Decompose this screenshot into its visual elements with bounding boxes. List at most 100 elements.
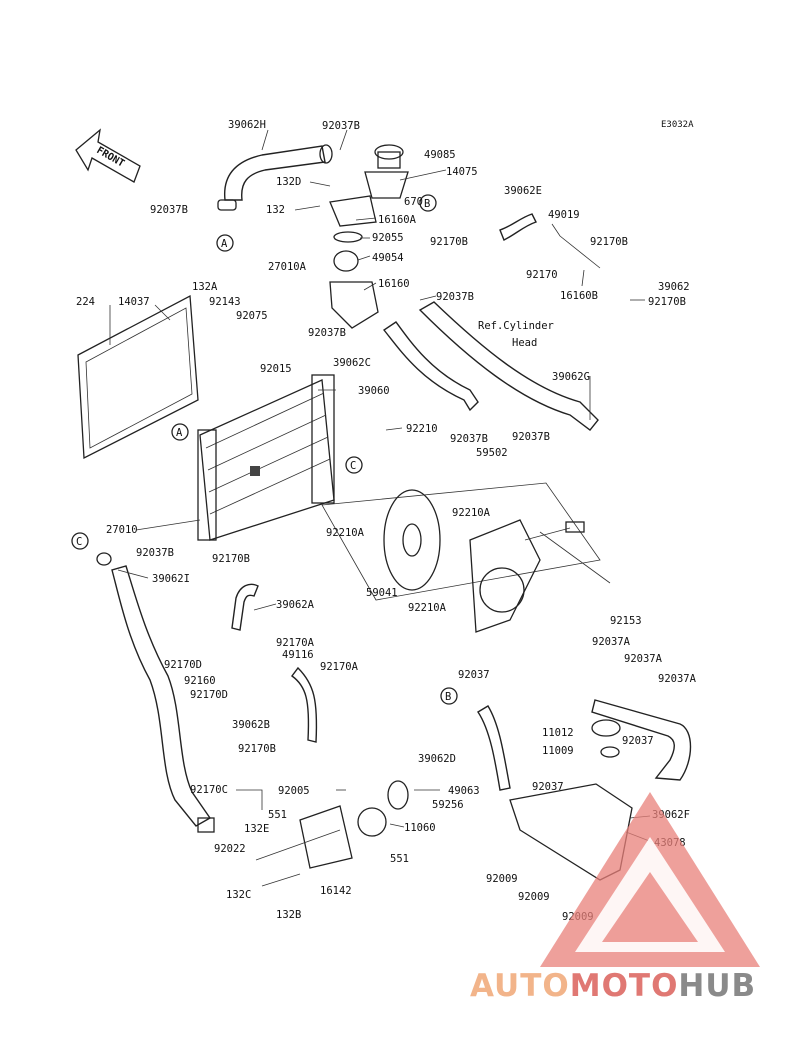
part-label: 49063 (448, 785, 480, 797)
part-label: 92170A (320, 661, 359, 673)
part-label: 92170D (190, 689, 228, 701)
watermark-part-moto: MOTO (569, 968, 679, 1004)
part-label: 92170B (590, 236, 628, 248)
part-label: 92022 (214, 843, 246, 855)
part-label: 92210 (406, 423, 438, 435)
part-label: 92037B (512, 431, 550, 443)
part-label: 14037 (118, 296, 150, 308)
part-label: 49019 (548, 209, 580, 221)
callout-label: C (350, 460, 356, 472)
part-label: 27010 (106, 524, 138, 536)
callout-label: A (176, 427, 183, 439)
part-label: 92009 (486, 873, 518, 885)
part-label: 92037B (136, 547, 174, 559)
part-label: 92037 (458, 669, 490, 681)
part-label: 59502 (476, 447, 508, 459)
part-label: 670 (404, 196, 423, 208)
front-arrow-icon: FRONT (75, 128, 141, 183)
part-label: 39062D (418, 753, 456, 765)
part-label: 39062I (152, 573, 190, 585)
part-label: 132 (266, 204, 285, 216)
part-label: 92037B (450, 433, 488, 445)
part-label: 92170D (164, 659, 202, 671)
part-label: 92170B (430, 236, 468, 248)
part-label: 92170B (238, 743, 276, 755)
part-label: 224 (76, 296, 95, 308)
callout-label: C (76, 536, 82, 548)
part-label: 11060 (404, 822, 436, 834)
watermark-part-auto: AUTO (470, 968, 570, 1004)
part-label: 92170A (276, 637, 315, 649)
upper-hose (217, 144, 333, 211)
part-label: 132B (276, 909, 301, 921)
part-label: 92037B (308, 327, 346, 339)
part-label: 92210A (452, 507, 491, 519)
part-label: 132A (192, 281, 218, 293)
part-label: 49085 (424, 149, 456, 161)
part-label: 92055 (372, 232, 404, 244)
part-label: 16160 (378, 278, 410, 290)
part-label: 11012 (542, 727, 574, 739)
part-label: 92009 (518, 891, 550, 903)
part-label: 16142 (320, 885, 352, 897)
lower-hose (96, 552, 215, 833)
part-label: 132C (226, 889, 251, 901)
part-label: 551 (390, 853, 409, 865)
part-label: 92037 (622, 735, 654, 747)
part-label: 16160B (560, 290, 598, 302)
part-label: 39062A (276, 599, 315, 611)
ref-note-line1: Ref.Cylinder (478, 320, 554, 332)
radiator (197, 374, 335, 541)
part-label: 49116 (282, 649, 314, 661)
part-label: 92160 (184, 675, 216, 687)
part-label: 132E (244, 823, 269, 835)
part-label: 92143 (209, 296, 241, 308)
thermostat-housing (329, 144, 409, 329)
part-label: 39060 (358, 385, 390, 397)
part-label: 59256 (432, 799, 464, 811)
callout-label: B (445, 691, 451, 703)
part-label: 132D (276, 176, 301, 188)
part-label: 27010A (268, 261, 307, 273)
leader-lines (109, 129, 653, 843)
part-label: 39062C (333, 357, 371, 369)
part-label: 92015 (260, 363, 292, 375)
diagram-code: E3032A (661, 120, 694, 130)
part-label: 49054 (372, 252, 404, 264)
bypass-hose (382, 301, 599, 431)
part-label: 92037 (532, 781, 564, 793)
part-label: 39062E (504, 185, 542, 197)
part-label: 92170C (190, 784, 228, 796)
part-label: 92170 (526, 269, 558, 281)
callout-label: B (424, 198, 430, 210)
watermark-text: AUTOMOTOHUB (470, 968, 756, 1004)
watermark-logo-icon (540, 792, 760, 967)
callout-label: A (221, 238, 228, 250)
watermark-part-hub: HUB (678, 968, 757, 1004)
part-label: 92075 (236, 310, 268, 322)
radiator-screen (77, 294, 199, 460)
part-label: 92153 (610, 615, 642, 627)
part-label: 59041 (366, 587, 398, 599)
ref-note-line2: Head (512, 337, 537, 349)
water-pump (255, 780, 409, 887)
part-label: 11009 (542, 745, 574, 757)
fan-assembly (321, 482, 601, 633)
part-label: 92037A (592, 636, 631, 648)
part-label: 92210A (326, 527, 365, 539)
part-label: 92037B (150, 204, 188, 216)
part-label: 92005 (278, 785, 310, 797)
part-label: 92170B (212, 553, 250, 565)
callout-markers: A A B B C C (71, 194, 458, 705)
part-label: 39062G (552, 371, 590, 383)
small-hoses (231, 213, 537, 743)
part-label: 39062H (228, 119, 266, 131)
part-label: 14075 (446, 166, 478, 178)
part-label: 92037B (436, 291, 474, 303)
part-label: 92037A (658, 673, 697, 685)
part-label: 92037A (624, 653, 663, 665)
part-label: 92210A (408, 602, 447, 614)
part-label: 92037B (322, 120, 360, 132)
part-label: 39062 (658, 281, 690, 293)
part-label: 551 (268, 809, 287, 821)
